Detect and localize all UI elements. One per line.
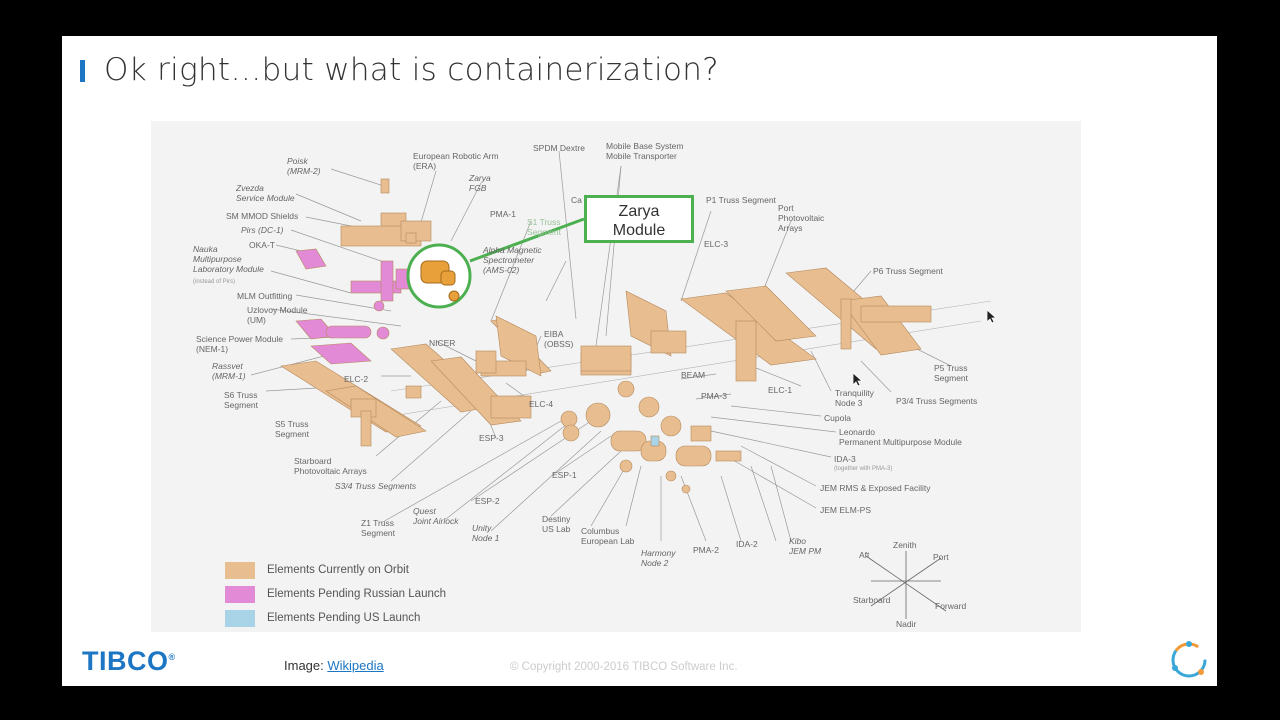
label-kibo: Kibo JEM PM: [789, 536, 822, 556]
label-p34: P3/4 Truss Segments: [896, 396, 978, 406]
label-tranquility: Tranquility Node 3: [835, 388, 874, 408]
compass-zenith: Zenith: [893, 540, 917, 550]
legend-item: Elements Pending Russian Launch: [225, 582, 446, 606]
label-s5: S5 Truss Segment: [275, 419, 310, 439]
logo-text: TIBCO: [82, 646, 169, 676]
label-esp2: ESP-2: [475, 496, 500, 506]
label-pma1: PMA-1: [490, 209, 516, 219]
label-p5: P5 Truss Segment: [934, 363, 969, 383]
legend-swatch: [225, 585, 255, 603]
label-starboard-pv: Starboard Photovoltaic Arrays: [294, 456, 367, 476]
label-elc3: ELC-3: [704, 239, 729, 249]
label-zvezda: Zvezda Service Module: [236, 183, 295, 203]
legend-label: Elements Pending Russian Launch: [267, 588, 447, 600]
tibco-logo: TIBCO®: [82, 646, 176, 677]
legend-item: Elements Currently on Orbit: [225, 558, 446, 582]
title-accent-bar: [80, 60, 85, 82]
label-sm-mmod: SM MMOD Shields: [226, 211, 299, 221]
image-credit: Image: Wikipedia: [284, 658, 384, 673]
label-columbus: Columbus European Lab: [581, 526, 635, 546]
legend: Elements Currently on Orbit Elements Pen…: [225, 558, 446, 630]
compass-aft: Aft: [859, 550, 870, 560]
label-p6: P6 Truss Segment: [873, 266, 943, 276]
label-elc1: ELC-1: [768, 385, 793, 395]
label-beam: BEAM: [681, 370, 706, 380]
label-ida3: IDA-3: [834, 454, 856, 464]
label-rassvet: Rassvet (MRM-1): [212, 361, 246, 381]
label-spdm: SPDM Dextre: [533, 143, 585, 153]
label-ca: Ca: [571, 195, 582, 205]
label-nicer: NICER: [429, 338, 456, 348]
legend-label: Elements Pending US Launch: [267, 612, 421, 624]
label-ida3-note: (together with PMA-3): [834, 466, 893, 472]
label-mbs: Mobile Base System Mobile Transporter: [606, 141, 684, 161]
compass-starboard: Starboard: [853, 595, 891, 605]
label-elc4: ELC-4: [529, 399, 554, 409]
tibco-corner-logo-icon: [1171, 641, 1207, 678]
label-eiba: EIBA (OBSS): [544, 329, 574, 349]
label-pma2: PMA-2: [693, 545, 719, 555]
label-esp3: ESP-3: [479, 433, 504, 443]
label-leonardo: Leonardo Permanent Multipurpose Module: [839, 427, 962, 447]
label-destiny: Destiny US Lab: [542, 514, 571, 534]
label-spm: Science Power Module (NEM-1): [196, 334, 283, 354]
wikipedia-link[interactable]: Wikipedia: [327, 658, 384, 673]
label-jem-elm: JEM ELM-PS: [820, 505, 872, 515]
zarya-highlight: [406, 217, 585, 309]
label-s34: S3/4 Truss Segments: [335, 481, 417, 491]
compass-port: Port: [933, 552, 949, 562]
label-ida2: IDA-2: [736, 539, 758, 549]
label-nauka-note: (instead of Pirs): [193, 279, 236, 285]
label-elc2: ELC-2: [344, 374, 369, 384]
label-zarya-fgb: Zarya FGB: [469, 173, 491, 193]
label-oka: OKA-T: [249, 240, 275, 250]
label-uzlovoy: Uzlovoy Module (UM): [247, 305, 308, 325]
label-s6: S6 Truss Segment: [224, 390, 259, 410]
slide-title: Ok right…but what is containerization?: [104, 52, 719, 88]
logo-registered-mark: ®: [168, 652, 176, 662]
label-era: European Robotic Arm (ERA): [413, 151, 499, 171]
label-cupola: Cupola: [824, 413, 851, 423]
label-mlm-outfitting: MLM Outfitting: [237, 291, 293, 301]
mouse-cursor-icon: [853, 373, 863, 387]
label-pma3: PMA-3: [701, 391, 727, 401]
iss-elements: [280, 178, 932, 494]
label-unity: Unity Node 1: [472, 523, 500, 543]
label-nauka: Nauka Multipurpose Laboratory Module: [193, 244, 264, 274]
label-port-pv: Port Photovoltaic Arrays: [778, 203, 825, 233]
callout-line-2: Module: [612, 222, 666, 239]
mouse-cursor-icon: [987, 310, 997, 324]
legend-swatch: [225, 609, 255, 627]
compass-forward: Forward: [935, 601, 967, 611]
legend-label: Elements Currently on Orbit: [267, 564, 409, 576]
credit-prefix: Image:: [284, 658, 324, 673]
label-z1: Z1 Truss Segment: [361, 518, 396, 538]
compass-nadir: Nadir: [896, 619, 917, 629]
label-esp1: ESP-1: [552, 470, 577, 480]
label-ams: Alpha Magnetic Spectrometer (AMS-02): [483, 245, 542, 275]
legend-item: Elements Pending US Launch: [225, 606, 446, 630]
callout-line-1: Zarya: [618, 203, 660, 220]
iss-diagram-art: [250, 150, 992, 619]
label-pirs: Pirs (DC-1): [241, 225, 284, 235]
label-s1: S1 Truss Segment: [527, 217, 562, 237]
copyright-text: © Copyright 2000-2016 TIBCO Software Inc…: [510, 661, 738, 673]
zarya-module-callout: Zarya Module: [584, 195, 694, 243]
label-quest: Quest Joint Airlock: [413, 506, 459, 526]
iss-diagram: Poisk (MRM-2) European Robotic Arm (ERA)…: [151, 121, 1081, 632]
label-p1: P1 Truss Segment: [706, 195, 776, 205]
legend-swatch: [225, 561, 255, 579]
label-harmony: Harmony Node 2: [641, 548, 676, 568]
orientation-compass: [865, 551, 947, 619]
label-jem-rms: JEM RMS & Exposed Facility: [820, 483, 931, 493]
label-poisk: Poisk (MRM-2): [287, 156, 321, 176]
slide: Ok right…but what is containerization?: [62, 36, 1217, 686]
